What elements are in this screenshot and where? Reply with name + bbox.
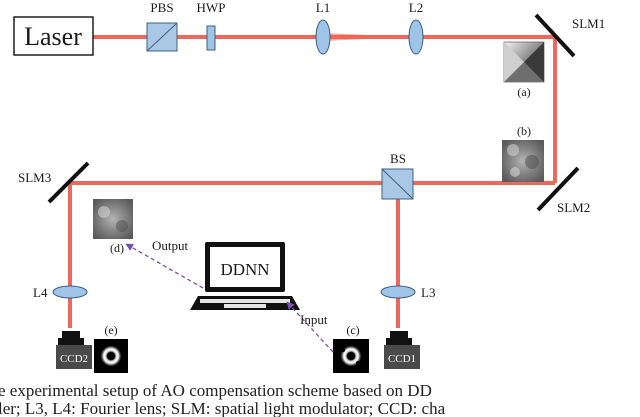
output-label: Output <box>152 238 189 253</box>
l2-label: L2 <box>409 0 423 15</box>
laser-label: Laser <box>24 22 82 51</box>
beam-paths <box>67 35 557 328</box>
panel-c-distorted-ring: (c) <box>333 323 369 373</box>
lens-l3: L3 <box>380 285 435 300</box>
slm2-mirror: SLM2 <box>536 166 590 215</box>
ccd2-camera: CCD2 <box>56 331 92 369</box>
ccd1-label: CCD1 <box>388 353 416 365</box>
panel-b-label: (b) <box>517 124 531 138</box>
lens-l4: L4 <box>33 285 88 300</box>
lens-l1: L1 <box>315 0 331 55</box>
input-arrow <box>286 301 334 353</box>
bs-label: BS <box>390 151 406 166</box>
hwp-label: HWP <box>197 0 226 15</box>
panel-e-label: (e) <box>104 323 117 337</box>
panel-d-label: (d) <box>110 241 124 255</box>
l4-label: L4 <box>33 285 48 300</box>
caption-line-2: ler; L3, L4: Fourier lens; SLM: spatial … <box>0 399 446 417</box>
bs-cube: BS <box>381 151 414 200</box>
panel-c-label: (c) <box>346 323 359 337</box>
panel-b-speckle: (b) <box>502 124 544 182</box>
hwp-plate: HWP <box>197 0 226 51</box>
panel-d-speckle: (d) <box>93 199 133 255</box>
output-arrow <box>125 243 204 289</box>
pbs-label: PBS <box>150 0 173 15</box>
ddnn-label: DDNN <box>220 260 269 279</box>
panel-a-label: (a) <box>517 85 530 99</box>
slm3-label: SLM3 <box>18 170 51 185</box>
laser-source: Laser <box>13 16 94 56</box>
beam-focus-cone <box>323 33 415 41</box>
input-label: Input <box>300 312 328 327</box>
caption-line-1: e experimental setup of AO compensation … <box>0 381 432 400</box>
l1-label: L1 <box>316 0 330 15</box>
ddnn-laptop: DDNN <box>190 242 300 310</box>
pbs-cube: PBS <box>146 0 178 52</box>
slm2-label: SLM2 <box>557 200 590 215</box>
l3-label: L3 <box>421 285 435 300</box>
panel-a-phase-pattern: (a) <box>503 41 545 99</box>
ccd1-camera: CCD1 <box>384 331 420 369</box>
lens-l2: L2 <box>408 0 424 55</box>
panel-e-ring: (e) <box>94 323 128 373</box>
slm3-mirror: SLM3 <box>18 161 90 204</box>
slm1-mirror: SLM1 <box>534 13 605 58</box>
slm1-label: SLM1 <box>572 16 605 31</box>
ccd2-label: CCD2 <box>60 353 88 365</box>
